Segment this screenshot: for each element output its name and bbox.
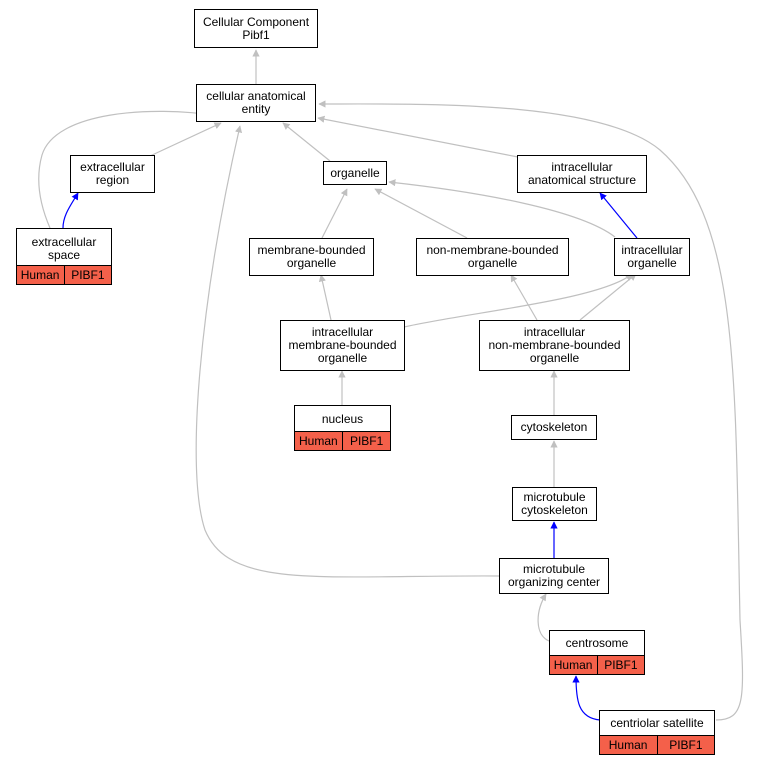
node-root-line2: Pibf1 — [242, 27, 270, 42]
node-extracellular-space-line2: space — [47, 248, 81, 262]
node-extracellular-region-line2: region — [95, 173, 130, 187]
node-io-line2: organelle — [627, 256, 677, 270]
node-cae-line1: cellular anatomical — [206, 89, 306, 103]
annotation-gene: PIBF1 — [596, 656, 645, 675]
node-ias-line2: anatomical structure — [527, 173, 637, 187]
node-extracellular-space-line1: extracellular — [31, 235, 97, 249]
node-extracellular-region-line1: extracellular — [80, 160, 145, 174]
edge-organelle-to-cae — [282, 122, 331, 162]
node-imbo-line3: organelle — [317, 351, 368, 365]
edge-centriolar-satellite-to-cae — [318, 100, 744, 721]
node-mbo-line2: organelle — [286, 256, 337, 270]
node-nmbo-line2: organelle — [467, 256, 518, 270]
node-organelle[interactable]: organelle — [323, 161, 387, 185]
node-mtcyto-line1: microtubule — [523, 490, 586, 504]
edge-imbo-to-intracellular-organelle — [403, 273, 633, 328]
node-inmbo-line2: non-membrane-bounded — [488, 338, 621, 352]
edge-non-membrane-bounded-to-organelle — [374, 188, 468, 239]
annotation-species: Human — [20, 267, 60, 282]
annotation-row: Human PIBF1 — [598, 735, 716, 756]
edge-extracellular-space-to-extracellular-region — [62, 192, 79, 229]
node-imbo-line1: intracellular — [311, 325, 374, 339]
edge-centriolar-satellite-to-centrosome — [572, 675, 601, 721]
node-centrosome[interactable]: centrosome Human PIBF1 — [548, 630, 646, 676]
node-mbo-line1: membrane-bounded — [257, 243, 366, 257]
node-cae-line2: entity — [241, 102, 271, 116]
edge-intracellular-anatomical-structure-to-cae — [317, 115, 519, 158]
node-organelle-line1: organelle — [330, 165, 380, 180]
node-mtcyto-line2: cytoskeleton — [521, 503, 588, 517]
node-centriolar-satellite[interactable]: centriolar satellite Human PIBF1 — [598, 710, 716, 756]
node-nucleus-line1: nucleus — [321, 411, 364, 426]
node-nmbo-line1: non-membrane-bounded — [426, 243, 559, 257]
edge-intracellular-organelle-to-organelle — [388, 179, 616, 238]
node-ias-line1: intracellular — [551, 160, 613, 174]
node-cs-line1: centriolar satellite — [610, 716, 704, 730]
annotation-gene: PIBF1 — [656, 736, 715, 755]
node-root-line1: Cellular Component — [202, 14, 310, 29]
node-inmbo-line3: organelle — [529, 351, 580, 365]
edge-imbo-to-membrane-bounded — [318, 274, 332, 321]
edge-mtoc-to-cae — [195, 125, 500, 578]
node-imbo-line2: membrane-bounded — [288, 338, 397, 352]
node-io-line1: intracellular — [621, 243, 683, 257]
node-centrosome-line1: centrosome — [565, 636, 629, 650]
annotation-species: Human — [608, 737, 648, 752]
node-mtoc-line1: microtubule — [522, 562, 586, 576]
edge-extracellular-region-to-cae — [149, 122, 222, 157]
annotation-species: Human — [553, 657, 593, 672]
edge-extracellular-space-to-cae — [38, 110, 220, 229]
annotation-row: Human PIBF1 — [548, 655, 646, 676]
edge-intracellular-organelle-to-ias — [599, 192, 638, 239]
annotation-gene: PIBF1 — [63, 266, 112, 285]
edge-inmbo-to-intracellular-organelle — [579, 273, 637, 321]
annotation-row: Human PIBF1 — [15, 265, 113, 286]
node-cytoskeleton-line1: cytoskeleton — [520, 420, 588, 434]
node-nucleus[interactable]: nucleus Human PIBF1 — [293, 405, 392, 452]
annotation-row: Human PIBF1 — [293, 431, 392, 452]
annotation-species: Human — [299, 433, 338, 448]
edge-membrane-bounded-to-organelle — [321, 188, 348, 239]
annotation-gene: PIBF1 — [342, 432, 390, 451]
node-inmbo-line1: intracellular — [523, 325, 586, 339]
edge-inmbo-to-non-membrane-bounded — [510, 274, 538, 321]
edge-centrosome-to-mtoc — [537, 593, 550, 642]
node-cytoskeleton[interactable]: cytoskeleton — [511, 415, 597, 440]
node-mtoc-line2: organizing center — [507, 575, 601, 589]
